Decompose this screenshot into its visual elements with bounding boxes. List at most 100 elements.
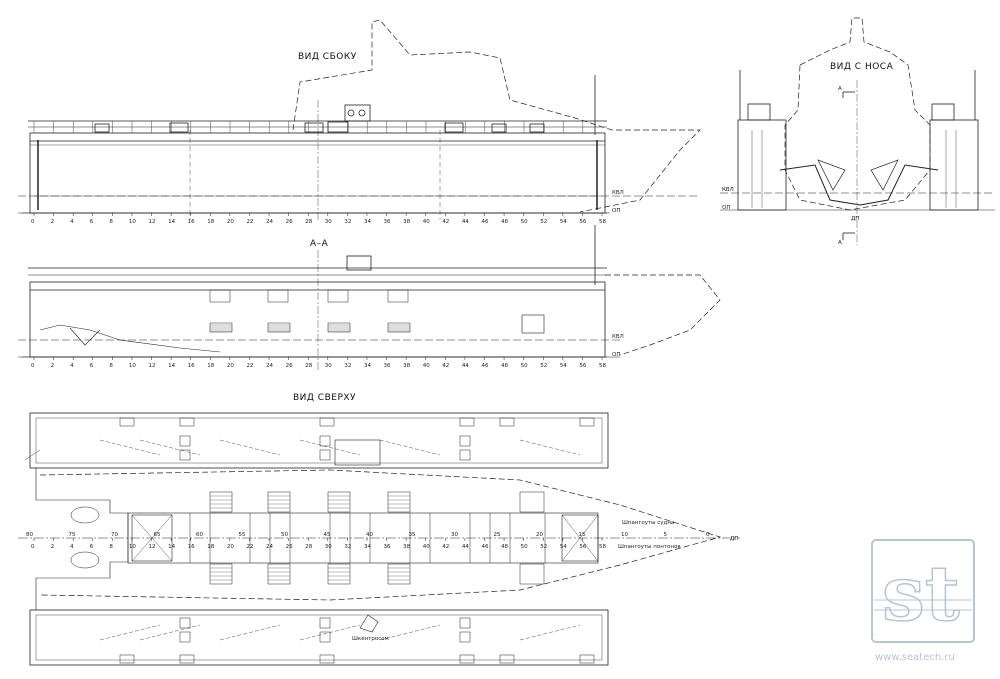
- top-view: ВИД СВЕРХУ Шпангоуты судна Шпангоуты пон…: [18, 393, 740, 666]
- top-pontoon-tick: 2: [51, 544, 55, 550]
- aa-frame-tick: 6: [90, 363, 94, 369]
- top-ship-tick: 15: [579, 532, 586, 538]
- side-frame-tick: 4: [70, 219, 74, 225]
- top-pontoon-tick: 46: [481, 544, 488, 550]
- side-frame-tick: 2: [51, 219, 55, 225]
- top-ship-tick: 30: [451, 532, 458, 538]
- side-frame-tick: 28: [305, 219, 312, 225]
- top-pontoon-tick: 8: [109, 544, 113, 550]
- side-view-title: ВИД СБОКУ: [298, 52, 357, 62]
- top-pontoon-tick: 42: [442, 544, 449, 550]
- side-frame-tick: 8: [109, 219, 113, 225]
- aa-op-label: ОП: [612, 352, 620, 358]
- side-frame-tick: 32: [344, 219, 351, 225]
- top-pontoon-tick: 18: [207, 544, 214, 550]
- top-pontoon-tick: 24: [266, 544, 273, 550]
- side-frame-tick: 44: [462, 219, 469, 225]
- top-pontoon-tick: 16: [188, 544, 195, 550]
- side-frame-tick: 6: [90, 219, 94, 225]
- side-frame-tick: 58: [599, 219, 606, 225]
- aa-frame-tick: 20: [227, 363, 234, 369]
- aa-frame-tick: 4: [70, 363, 74, 369]
- side-frame-tick: 52: [540, 219, 547, 225]
- side-frame-tick: 54: [560, 219, 567, 225]
- aa-frame-tick: 56: [579, 363, 586, 369]
- top-pontoon-tick: 36: [384, 544, 391, 550]
- top-ship-tick: 50: [281, 532, 288, 538]
- side-frame-tick: 38: [403, 219, 410, 225]
- side-frame-tick: 50: [521, 219, 528, 225]
- aa-frame-tick: 12: [149, 363, 156, 369]
- top-pontoon-tick: 14: [168, 544, 175, 550]
- aa-frame-tick: 28: [305, 363, 312, 369]
- top-ship-tick: 60: [196, 532, 203, 538]
- top-ship-tick: 65: [154, 532, 161, 538]
- seatech-url: www.seatech.ru: [875, 652, 955, 663]
- top-pontoon-tick: 48: [501, 544, 508, 550]
- top-pontoon-tick: 52: [540, 544, 547, 550]
- side-frame-tick: 16: [188, 219, 195, 225]
- bow-kvl-label: КВЛ: [722, 187, 734, 193]
- top-ship-tick: 25: [494, 532, 501, 538]
- top-pontoon-tick: 44: [462, 544, 469, 550]
- aa-frame-tick: 16: [188, 363, 195, 369]
- top-pontoon-tick: 20: [227, 544, 234, 550]
- side-frame-tick: 0: [31, 219, 35, 225]
- top-dp-label: ДП: [730, 536, 738, 542]
- top-ship-tick: 80: [26, 532, 33, 538]
- top-pontoon-tick: 32: [344, 544, 351, 550]
- side-frame-tick: 24: [266, 219, 273, 225]
- aa-frame-tick: 14: [168, 363, 175, 369]
- top-pontoon-tick: 4: [70, 544, 74, 550]
- side-frame-tick: 20: [227, 219, 234, 225]
- aa-frame-tick: 44: [462, 363, 469, 369]
- section-aa: А–А КВЛ ОП: [18, 225, 721, 370]
- side-frame-tick: 42: [442, 219, 449, 225]
- aa-frame-tick: 52: [540, 363, 547, 369]
- top-pontoon-tick: 34: [364, 544, 371, 550]
- side-frame-tick: 30: [325, 219, 332, 225]
- aa-frame-tick: 30: [325, 363, 332, 369]
- top-pontoon-tick: 6: [90, 544, 94, 550]
- bow-section-mark-bottom: А: [838, 240, 842, 246]
- top-ship-tick: 35: [409, 532, 416, 538]
- side-frame-tick: 36: [384, 219, 391, 225]
- side-frame-tick: 34: [364, 219, 371, 225]
- top-pontoon-tick: 38: [403, 544, 410, 550]
- top-frames-pontoon-label: Шпангоуты понтонов: [618, 544, 681, 550]
- side-frame-tick: 40: [423, 219, 430, 225]
- winch-note: Шкентрoсом: [352, 636, 389, 642]
- side-frame-tick: 12: [149, 219, 156, 225]
- aa-frame-tick: 36: [384, 363, 391, 369]
- top-ship-tick: 75: [69, 532, 76, 538]
- bow-view: ВИД С НОСА А А КВЛ ОП ДП: [720, 17, 995, 246]
- top-pontoon-tick: 56: [579, 544, 586, 550]
- aa-kvl-label: КВЛ: [612, 334, 624, 340]
- side-kvl-label: КВЛ: [612, 190, 624, 196]
- side-frame-tick: 48: [501, 219, 508, 225]
- top-pontoon-tick: 0: [31, 544, 35, 550]
- side-frame-tick: 26: [286, 219, 293, 225]
- side-frame-tick: 46: [481, 219, 488, 225]
- bow-op-label: ОП: [722, 205, 730, 211]
- aa-frame-tick: 50: [521, 363, 528, 369]
- top-pontoon-tick: 26: [286, 544, 293, 550]
- top-ship-tick: 55: [239, 532, 246, 538]
- top-pontoon-tick: 22: [246, 544, 253, 550]
- side-op-label: ОП: [612, 208, 620, 214]
- top-view-title: ВИД СВЕРХУ: [293, 393, 356, 403]
- side-frame-tick: 10: [129, 219, 136, 225]
- aa-frame-tick: 0: [31, 363, 35, 369]
- bow-dp-label: ДП: [851, 216, 859, 222]
- top-pontoon-tick: 28: [305, 544, 312, 550]
- aa-frame-tick: 42: [442, 363, 449, 369]
- side-frame-tick: 22: [246, 219, 253, 225]
- aa-frame-tick: 22: [246, 363, 253, 369]
- aa-frame-tick: 46: [481, 363, 488, 369]
- aa-frame-tick: 40: [423, 363, 430, 369]
- top-ship-tick: 70: [111, 532, 118, 538]
- bow-section-mark-top: А: [838, 86, 842, 92]
